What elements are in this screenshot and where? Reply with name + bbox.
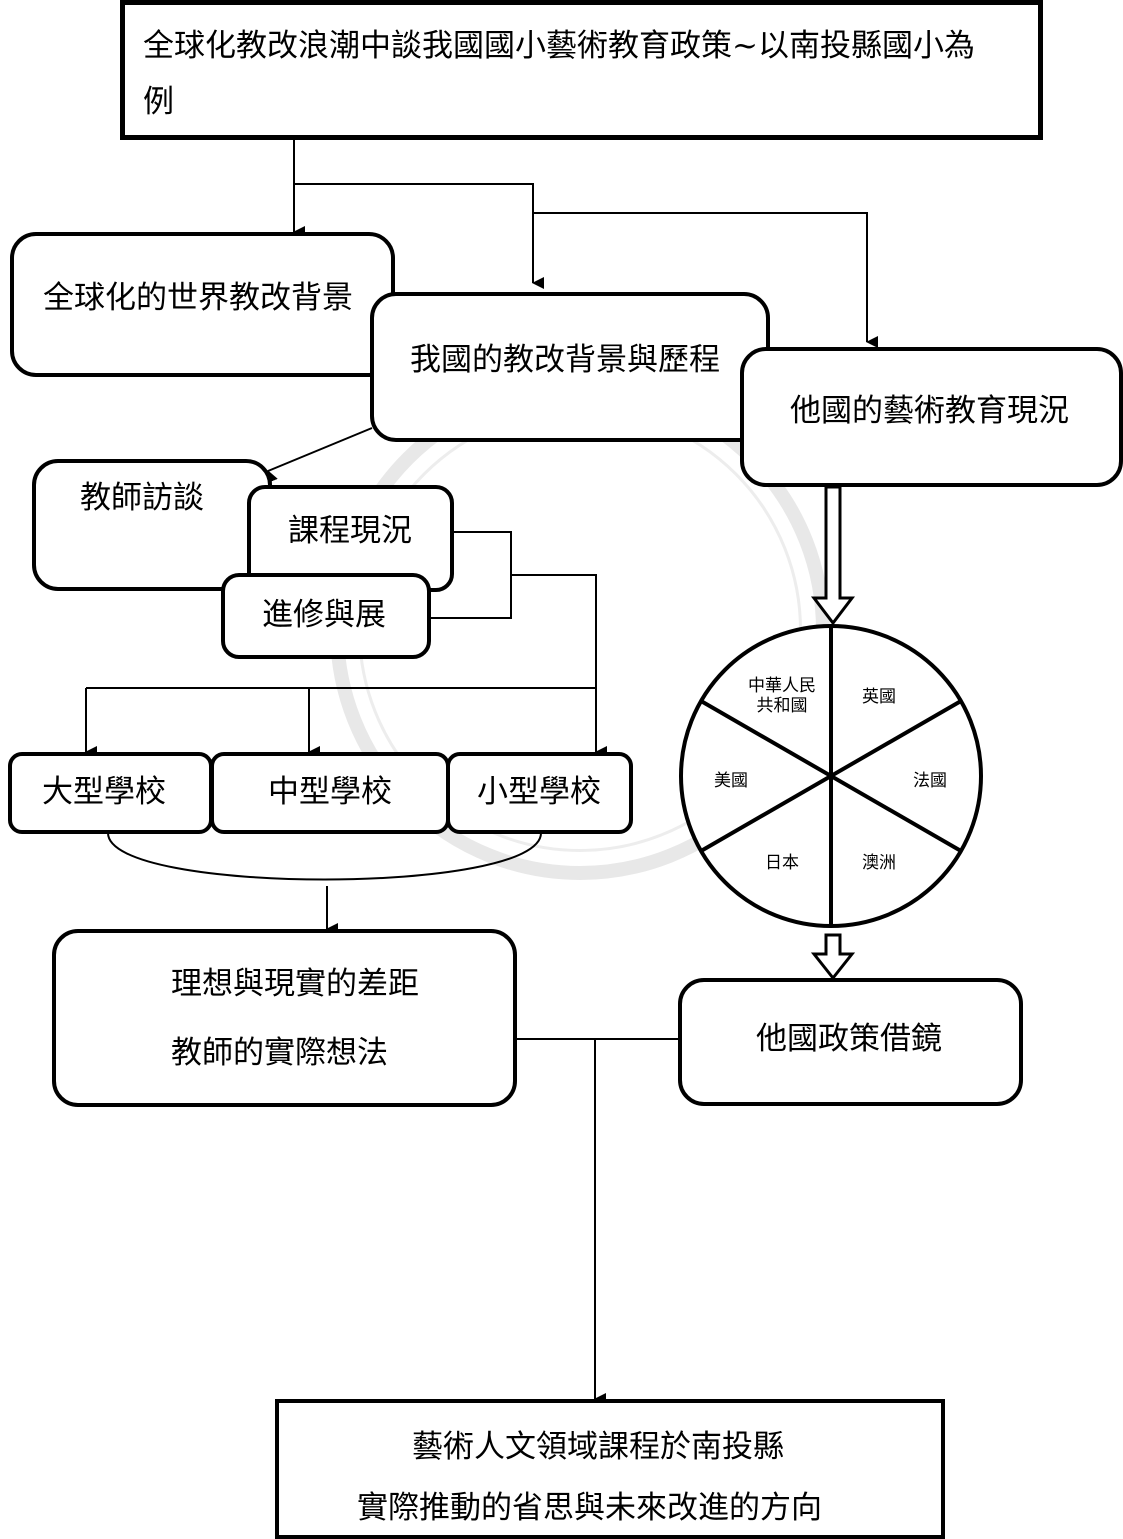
hollow-arrow-to-wheel — [810, 485, 856, 626]
teacher-interview-label: 教師訪談 — [80, 480, 204, 516]
policy-reference-label: 他國政策借鏡 — [756, 1021, 942, 1057]
other-countries-box — [740, 347, 1123, 487]
connector-lines — [85, 140, 878, 1405]
schools-curve — [107, 832, 542, 881]
conclusion-line-1: 藝術人文領域課程於南投縣 — [412, 1429, 784, 1465]
ideal-reality-gap-line-1: 理想與現實的差距 — [171, 966, 419, 1002]
medium-school-box — [210, 752, 450, 834]
edge-bracket-small — [511, 574, 607, 758]
curriculum-status-label: 課程現況 — [288, 513, 412, 549]
professional-development-box — [221, 573, 431, 659]
country-uk: 英國 — [862, 687, 896, 707]
small-school-label: 小型學校 — [477, 774, 601, 810]
title-line-2: 例 — [143, 84, 174, 120]
ideal-reality-gap-box — [52, 929, 517, 1107]
global-background-label: 全球化的世界教改背景 — [43, 280, 353, 316]
edge-national-interview — [266, 427, 373, 484]
countries-wheel: 中華人民 共和國 英國 法國 澳洲 日本 美國 — [679, 624, 983, 928]
edge-title-national — [294, 183, 544, 289]
professional-development-label: 進修與展 — [262, 597, 386, 633]
country-usa: 美國 — [714, 771, 748, 791]
other-countries-label: 他國的藝術教育現況 — [790, 393, 1069, 429]
small-school-box — [446, 752, 633, 834]
large-school-label: 大型學校 — [42, 774, 166, 810]
country-australia: 澳洲 — [862, 853, 896, 873]
policy-reference-box — [678, 978, 1023, 1106]
teacher-interview-box — [32, 459, 272, 591]
edge-title-other — [533, 212, 878, 348]
large-school-box — [8, 752, 213, 834]
country-prc-label-2: 共和國 — [757, 696, 808, 716]
title-box — [120, 0, 1043, 140]
national-background-box — [370, 292, 770, 442]
country-japan: 日本 — [765, 853, 799, 873]
ideal-reality-gap-line-2: 教師的實際想法 — [171, 1035, 388, 1071]
medium-school-label: 中型學校 — [268, 774, 392, 810]
national-background-label: 我國的教改背景與歷程 — [410, 342, 720, 378]
hollow-arrow-to-policy — [810, 933, 856, 981]
title-line-1: 全球化教改浪潮中談我國國小藝術教育政策~以南投縣國小為 — [143, 28, 975, 64]
global-background-box — [10, 232, 395, 377]
conclusion-line-2: 實際推動的省思與未來改進的方向 — [357, 1490, 822, 1526]
country-france: 法國 — [913, 771, 947, 791]
country-prc-label-1: 中華人民 — [748, 676, 816, 696]
